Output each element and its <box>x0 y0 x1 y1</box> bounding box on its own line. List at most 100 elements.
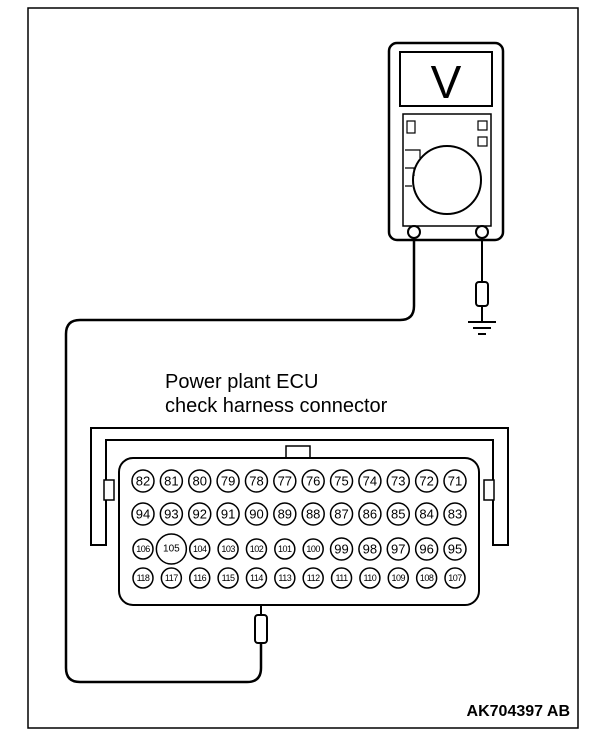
test-probe <box>254 614 268 644</box>
pin-117-label: 117 <box>165 573 178 583</box>
pin-105-circle <box>155 533 188 565</box>
mode-indicator <box>406 120 416 134</box>
pin-101-label: 101 <box>278 544 292 554</box>
pin-83-label: 83 <box>448 507 462 522</box>
pin-76-circle <box>301 469 325 493</box>
pin-77-circle <box>273 469 297 493</box>
pin-90-circle <box>244 502 269 526</box>
pin-74-circle <box>358 469 382 493</box>
pin-87-label: 87 <box>334 507 348 522</box>
pin-98-circle <box>358 537 382 561</box>
pin-110-label: 110 <box>363 573 376 583</box>
pin-74-label: 74 <box>363 474 377 489</box>
pin-97-circle <box>386 537 411 561</box>
connector-hood <box>90 427 509 546</box>
pin-112-circle <box>302 567 324 589</box>
test-lead <box>64 238 416 684</box>
pin-84-label: 84 <box>419 507 433 522</box>
pin-81-circle <box>159 469 184 493</box>
selector-dial <box>412 145 482 215</box>
pin-91-circle <box>216 502 240 526</box>
pin-87-circle <box>329 502 354 526</box>
pin-96-label: 96 <box>419 542 433 557</box>
pin-88-circle <box>301 502 325 526</box>
display-reading: V <box>431 56 462 108</box>
pin-77-label: 77 <box>278 474 292 489</box>
pin-118-circle <box>132 567 154 589</box>
pin-116-label: 116 <box>193 573 206 583</box>
pin-72-label: 72 <box>419 474 433 489</box>
pin-92-circle <box>187 502 212 526</box>
pin-73-label: 73 <box>391 474 405 489</box>
reference-code: AK704397 AB <box>467 703 570 720</box>
com-terminal <box>407 225 421 239</box>
pin-117-circle <box>160 567 183 589</box>
pin-113-label: 113 <box>278 573 291 583</box>
pin-114-label: 114 <box>250 573 263 583</box>
v-terminal <box>475 225 489 239</box>
pin-91-label: 91 <box>221 507 235 522</box>
connector-face <box>118 457 480 606</box>
multimeter-display <box>399 51 493 107</box>
pin-106-circle <box>132 538 154 560</box>
pin-111-label: 111 <box>335 573 348 583</box>
pin-103-circle <box>217 538 239 560</box>
pin-109-label: 109 <box>392 573 406 583</box>
pin-94-label: 94 <box>136 507 150 522</box>
pin-93-circle <box>159 502 184 526</box>
connector-caption-line1: Power plant ECU <box>165 371 318 393</box>
pin-104-circle <box>188 538 211 560</box>
pin-84-circle <box>414 502 439 526</box>
connector-guide-right <box>483 479 495 501</box>
pin-104-label: 104 <box>193 544 207 554</box>
pin-85-circle <box>386 502 411 526</box>
pin-94-circle <box>131 502 155 526</box>
pin-93-label: 93 <box>164 507 178 522</box>
pin-82-label: 82 <box>136 474 150 489</box>
pin-92-label: 92 <box>192 507 206 522</box>
pin-98-label: 98 <box>363 542 377 557</box>
pin-100-label: 100 <box>306 544 320 554</box>
connector-caption-line2: check harness connector <box>165 395 388 417</box>
connector-guide-left <box>103 479 115 501</box>
pin-71-label: 71 <box>448 474 462 489</box>
pin-95-circle <box>443 537 467 561</box>
ground-lead <box>468 238 496 335</box>
button-2 <box>477 136 488 147</box>
pin-105-label: 105 <box>163 544 180 555</box>
pin-86-label: 86 <box>363 507 377 522</box>
pin-82-circle <box>131 469 155 493</box>
multimeter: V <box>387 41 505 242</box>
pin-78-label: 78 <box>249 474 263 489</box>
pin-101-circle <box>274 538 296 560</box>
ground-probe <box>475 281 489 307</box>
pin-107-circle <box>444 567 466 589</box>
pin-107-label: 107 <box>448 573 462 583</box>
pin-90-label: 90 <box>249 507 263 522</box>
pin-99-circle <box>329 537 354 561</box>
pin-75-label: 75 <box>334 474 348 489</box>
pin-102-circle <box>245 538 268 560</box>
pin-89-label: 89 <box>278 507 292 522</box>
pin-109-circle <box>387 567 410 589</box>
pin-114-circle <box>245 567 268 589</box>
pin-79-circle <box>216 469 240 493</box>
pin-85-label: 85 <box>391 507 405 522</box>
pin-112-label: 112 <box>307 573 320 583</box>
pin-108-circle <box>415 567 438 589</box>
pin-99-label: 99 <box>334 542 348 557</box>
pin-79-label: 79 <box>221 474 235 489</box>
pin-111-circle <box>330 567 353 589</box>
pin-116-circle <box>188 567 211 589</box>
pin-115-label: 115 <box>222 573 235 583</box>
pin-97-label: 97 <box>391 542 405 557</box>
pin-71-circle <box>443 469 467 493</box>
pin-86-circle <box>358 502 382 526</box>
pin-80-label: 80 <box>192 474 206 489</box>
pin-81-label: 81 <box>164 474 178 489</box>
outer-frame <box>27 7 579 729</box>
button-1 <box>477 120 488 131</box>
